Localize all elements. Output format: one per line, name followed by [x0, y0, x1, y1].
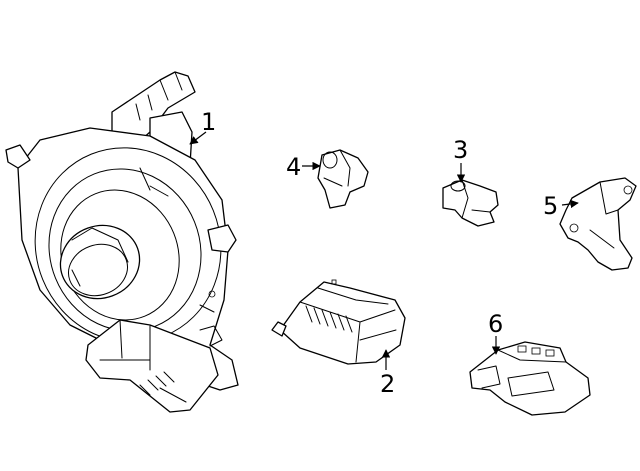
airbag-control-module-2-part [271, 279, 406, 365]
sensor-module-5-part [559, 177, 637, 271]
leader-1 [189, 131, 207, 145]
clock-spring-part [5, 71, 239, 413]
callout-2: 2 [380, 370, 395, 398]
leader-5 [561, 199, 579, 209]
callout-5: 5 [543, 192, 558, 220]
control-module-6-part [469, 341, 591, 416]
crash-sensor-4-part [317, 149, 369, 209]
crash-sensor-3-part [442, 179, 499, 227]
callout-1: 1 [201, 108, 216, 136]
leader-lines [189, 131, 579, 370]
callout-4: 4 [286, 153, 301, 181]
callout-3: 3 [453, 136, 468, 164]
callout-6: 6 [488, 310, 503, 338]
